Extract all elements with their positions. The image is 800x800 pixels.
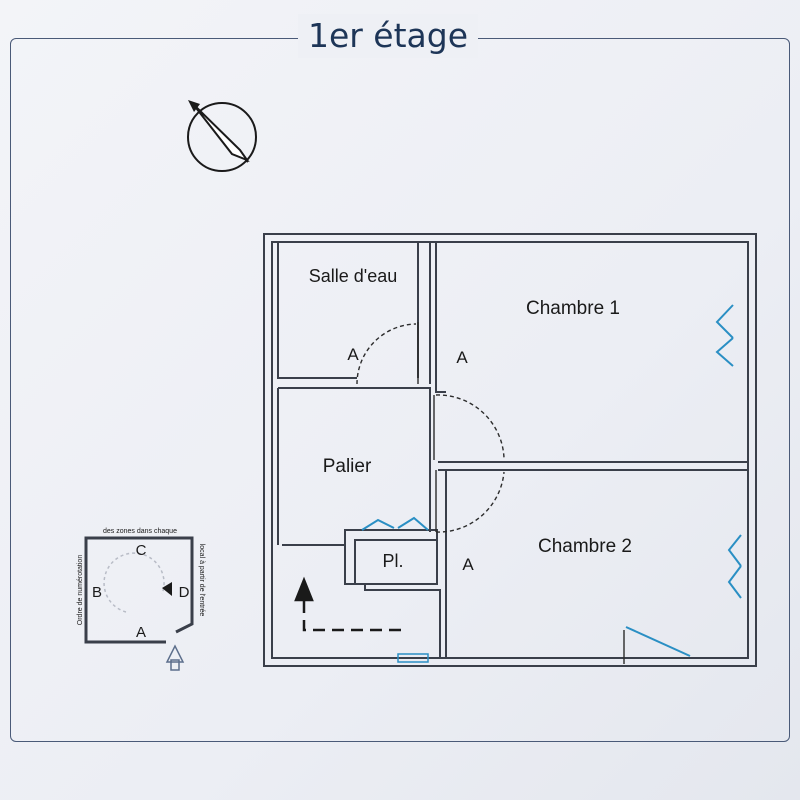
outer-walls bbox=[263, 233, 757, 667]
zone-order-legend: C B D A des zones dans chaque Ordre de n… bbox=[77, 528, 205, 671]
legend-zone-a: A bbox=[136, 624, 146, 641]
interior-walls bbox=[272, 241, 748, 659]
windows bbox=[361, 304, 742, 663]
legend-caption-top: des zones dans chaque bbox=[103, 528, 177, 535]
floor-title: 1er étage bbox=[298, 14, 478, 58]
legend-zone-d: D bbox=[179, 584, 190, 601]
legend-zone-c: C bbox=[136, 542, 147, 559]
legend-caption-left: Ordre de numérotation bbox=[77, 555, 84, 626]
room-label-chambre-1: Chambre 1 bbox=[526, 298, 620, 319]
doors bbox=[356, 322, 625, 664]
room-label-palier: Palier bbox=[323, 456, 372, 477]
legend-caption-right: local à partir de l'entrée bbox=[198, 544, 205, 617]
room-label-salle-eau: Salle d'eau bbox=[309, 266, 398, 286]
room-label-placard: Pl. bbox=[382, 551, 403, 571]
compass-icon bbox=[187, 100, 257, 172]
entrance-arrow bbox=[294, 576, 401, 632]
zone-mark-salle-eau: A bbox=[347, 345, 359, 364]
room-label-chambre-2: Chambre 2 bbox=[538, 536, 632, 557]
zone-mark-chambre-1: A bbox=[456, 348, 468, 367]
zone-mark-chambre-2: A bbox=[462, 555, 474, 574]
legend-zone-b: B bbox=[92, 584, 102, 601]
